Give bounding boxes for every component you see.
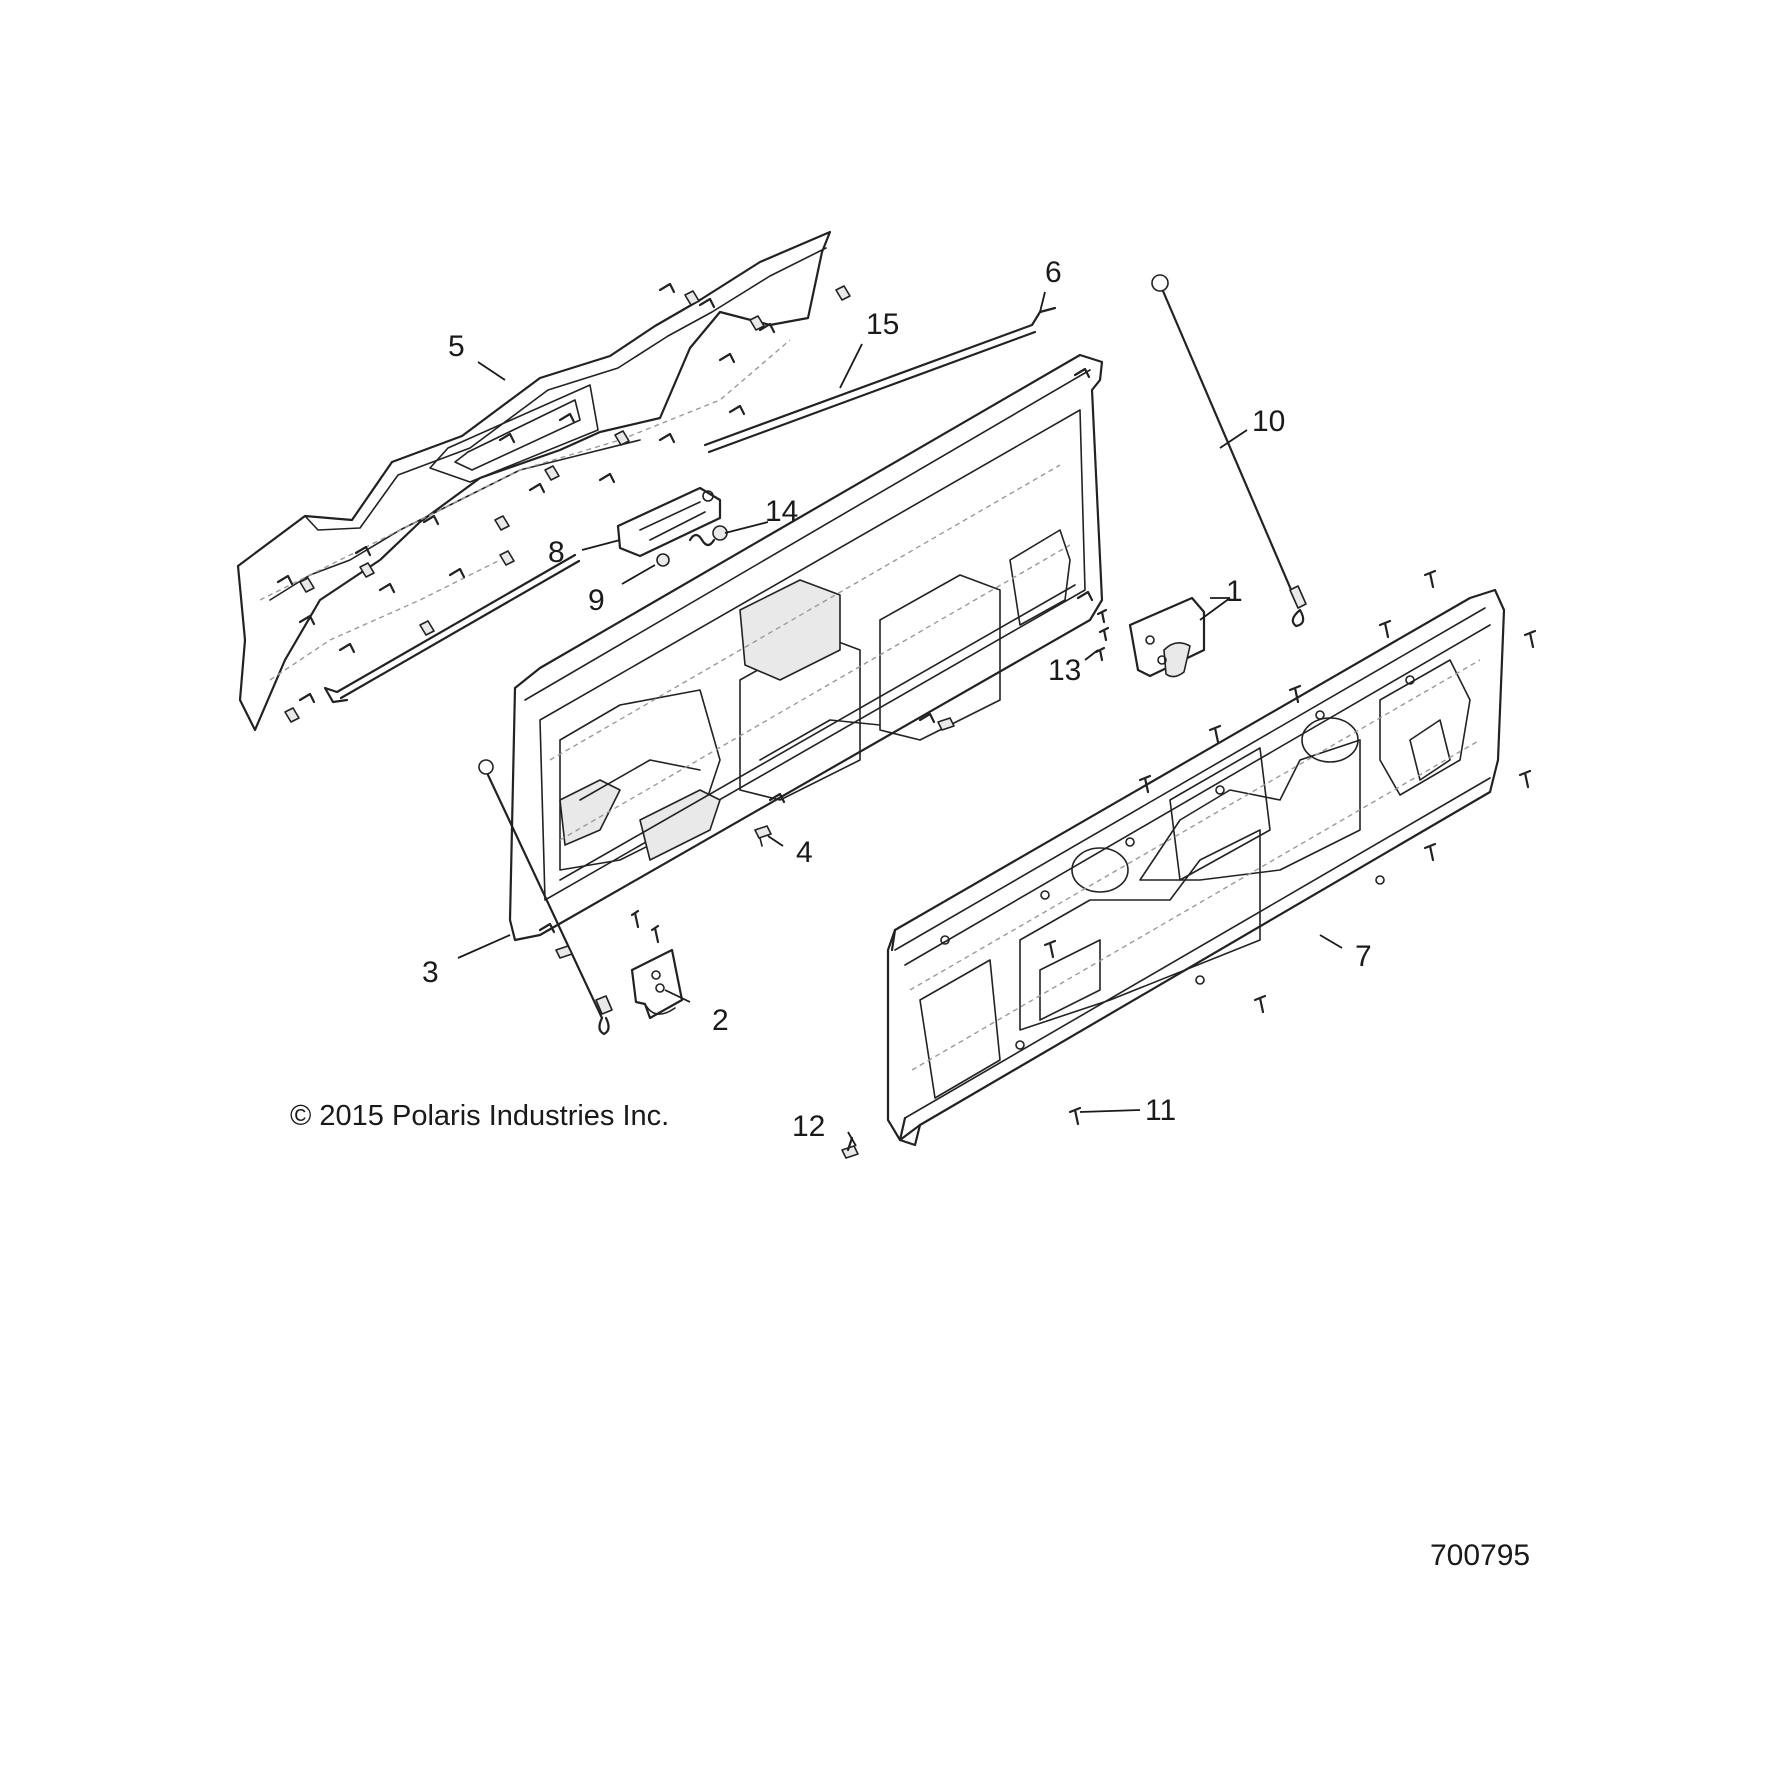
part-14-spring-clip [688,525,728,547]
callout-5: 5 [448,330,465,363]
part-3-frame [508,353,1104,942]
callout-11: 11 [1145,1094,1176,1127]
callout-15: 15 [866,308,899,341]
callout-12: 12 [792,1110,825,1143]
callout-2: 2 [712,1004,729,1037]
callout-4: 4 [796,836,813,869]
part-7-outer-panel [886,588,1506,1147]
callout-10: 10 [1252,405,1285,438]
part-10-cable [1151,274,1307,628]
callout-labels: 1 2 3 4 5 6 7 8 9 10 11 12 13 14 15 [422,256,1372,1143]
copyright-notice: © 2015 Polaris Industries Inc. [290,1100,669,1132]
figure-number: 700795 [1430,1539,1530,1572]
part-12-screw [841,1136,859,1159]
part-5-trim-panel [236,230,851,732]
part-2-hinge [630,909,684,1020]
callout-8: 8 [548,536,565,569]
leader-lines [457,291,1343,1147]
callout-7: 7 [1355,940,1372,973]
part-1-hinge [1128,596,1206,678]
callout-3: 3 [422,956,439,989]
part-6-rods [323,306,1057,704]
part-3-cable [478,759,613,1036]
callout-13: 13 [1048,654,1081,687]
part-8-latch-bracket [616,486,722,558]
part-4-push-clip [555,717,955,959]
callout-6: 6 [1045,256,1062,289]
part-9-nut [656,553,670,567]
part-11-screws [1043,569,1537,1126]
callout-14: 14 [765,495,798,528]
callout-9: 9 [588,584,605,617]
part-13-screws [1094,608,1110,662]
callout-1: 1 [1226,575,1243,608]
